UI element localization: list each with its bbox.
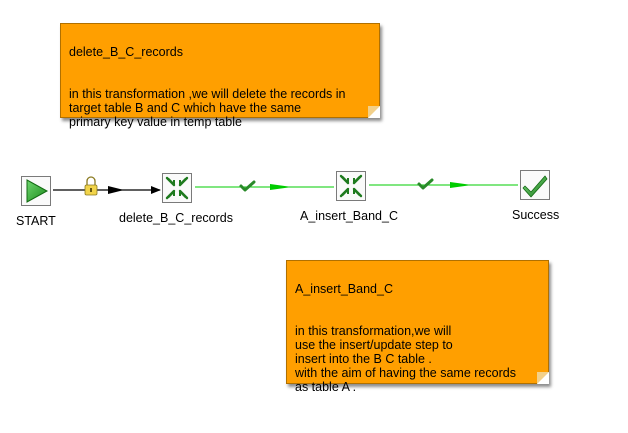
delete-b-c-records-step-label: delete_B_C_records <box>119 211 233 225</box>
note-fold-corner <box>368 106 380 118</box>
transformation-icon <box>339 174 363 198</box>
note-body: in this transformation,we will use the i… <box>295 324 516 394</box>
a-insert-band-c-step[interactable] <box>336 171 366 201</box>
start-step[interactable] <box>21 176 51 206</box>
checkmark-icon <box>239 180 256 192</box>
hop-insert-success[interactable] <box>369 182 518 188</box>
success-check-icon <box>522 175 548 198</box>
note-fold-corner <box>537 372 549 384</box>
note-delete-b-c-records[interactable]: delete_B_C_records in this transformatio… <box>60 23 380 129</box>
note-title: A_insert_Band_C <box>295 282 393 296</box>
hop-delete-insert[interactable] <box>195 184 334 190</box>
checkmark-icon <box>417 178 434 190</box>
transformation-icon <box>165 176 189 200</box>
lock-icon <box>84 176 98 196</box>
hop-start-delete[interactable] <box>53 186 161 194</box>
success-step[interactable] <box>520 170 550 200</box>
note-a-insert-band-c[interactable]: A_insert_Band_C in this transformation,w… <box>286 260 549 394</box>
delete-b-c-records-step[interactable] <box>162 173 192 203</box>
note-body: in this transformation ,we will delete t… <box>69 87 346 129</box>
a-insert-band-c-step-label: A_insert_Band_C <box>300 209 398 223</box>
start-step-label: START <box>16 214 56 228</box>
start-play-icon <box>26 179 49 203</box>
note-title: delete_B_C_records <box>69 45 183 59</box>
success-step-label: Success <box>512 208 560 222</box>
